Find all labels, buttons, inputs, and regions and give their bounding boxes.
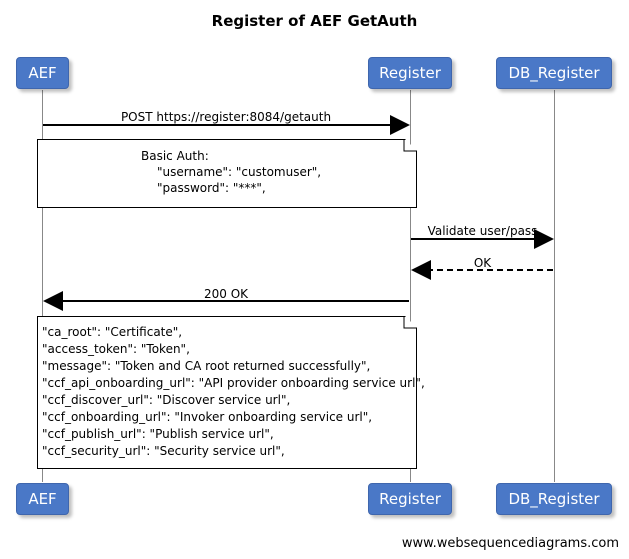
- diagram-title: Register of AEF GetAuth: [211, 12, 418, 30]
- note-line: "ccf_api_onboarding_url": "API provider …: [42, 376, 425, 390]
- note-basic-auth: [37, 139, 417, 208]
- note-line: "access_token": "Token",: [42, 342, 190, 356]
- note-line: "message": "Token and CA root returned s…: [42, 359, 371, 373]
- note-line: "ccf_security_url": "Security service ur…: [42, 444, 285, 458]
- actor-aef-bottom: AEF: [16, 483, 69, 515]
- lifeline-register: [410, 90, 411, 482]
- actor-register-bottom: Register: [368, 483, 452, 515]
- actor-db-register-bottom: DB_Register: [496, 483, 612, 515]
- lifeline-db-register: [554, 90, 555, 482]
- actor-register-top: Register: [368, 57, 452, 89]
- actor-aef-top: AEF: [16, 57, 69, 89]
- lifeline-aef: [42, 90, 43, 482]
- note-response-body: [37, 316, 417, 469]
- note-line: Basic Auth:: [141, 149, 209, 163]
- note-line: "ca_root": "Certificate",: [42, 325, 183, 339]
- footer-watermark: www.websequencediagrams.com: [401, 536, 619, 551]
- msg-validate: Validate user/pass: [427, 224, 538, 238]
- msg-post-getauth: POST https://register:8084/getauth: [120, 110, 332, 124]
- msg-200-ok: 200 OK: [203, 287, 249, 301]
- note-line: "password": "***",: [157, 181, 266, 195]
- note-line: "ccf_onboarding_url": "Invoker onboardin…: [42, 410, 373, 424]
- note-line: "ccf_discover_url": "Discover service ur…: [42, 393, 291, 407]
- note-line: "username": "customuser",: [157, 165, 322, 179]
- actor-db-register-top: DB_Register: [496, 57, 612, 89]
- note-line: "ccf_publish_url": "Publish service url"…: [42, 427, 274, 441]
- msg-ok: OK: [473, 256, 492, 270]
